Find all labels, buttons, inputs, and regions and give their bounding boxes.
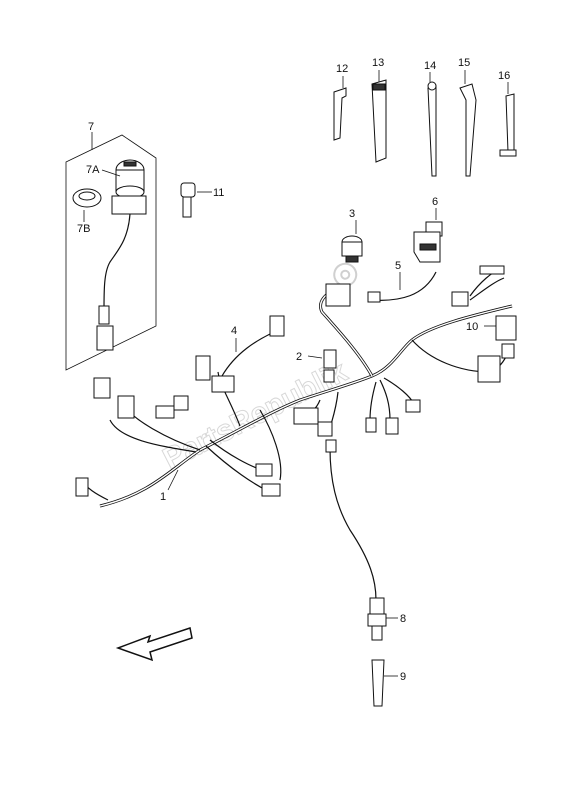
callout-10: 10 <box>466 321 478 333</box>
clamp-3-icon <box>341 220 363 263</box>
leader-7A <box>101 169 121 177</box>
sleeve-9-icon <box>371 659 398 707</box>
assembly-box-outline <box>65 134 157 371</box>
switch-lead-wire <box>103 213 131 311</box>
clamp-16-icon <box>499 82 517 157</box>
callout-9: 9 <box>400 671 406 683</box>
callout-8: 8 <box>400 613 406 625</box>
cable-tie-14-icon <box>427 72 437 177</box>
callout-4: 4 <box>231 325 237 337</box>
callout-5: 5 <box>395 260 401 272</box>
callout-13: 13 <box>372 57 384 69</box>
callout-labels: 1 2 3 4 5 6 7 7A 7B 8 9 10 11 12 13 14 1… <box>77 57 510 683</box>
callout-12: 12 <box>336 63 348 75</box>
callout-11: 11 <box>213 187 224 199</box>
callout-2: 2 <box>296 351 302 363</box>
key-icon <box>180 182 212 218</box>
front-direction-arrow-icon <box>115 627 193 662</box>
band-13-icon <box>371 70 387 163</box>
cable-tie-15-icon <box>459 70 477 177</box>
callout-15: 15 <box>458 57 470 69</box>
watermark: PartsRepublik <box>157 262 358 476</box>
ignition-switch-icon <box>111 159 147 215</box>
callout-7B: 7B <box>77 223 90 235</box>
connector-group <box>75 265 517 497</box>
callout-7: 7 <box>88 121 94 133</box>
leader-lines <box>167 272 496 491</box>
callout-3: 3 <box>349 208 355 220</box>
callout-16: 16 <box>498 70 510 82</box>
ignition-switch-assembly <box>65 132 157 371</box>
oxygen-sensor-icon <box>367 597 398 641</box>
main-wiring-harness <box>81 267 513 601</box>
clamp-12-icon <box>333 76 347 141</box>
relay-6-icon <box>413 208 443 263</box>
callout-6: 6 <box>432 196 438 208</box>
callout-14: 14 <box>424 60 436 72</box>
bezel-ring-icon <box>72 188 102 208</box>
switch-connector <box>96 325 114 351</box>
callout-1: 1 <box>160 491 166 503</box>
callout-7A: 7A <box>86 164 100 176</box>
